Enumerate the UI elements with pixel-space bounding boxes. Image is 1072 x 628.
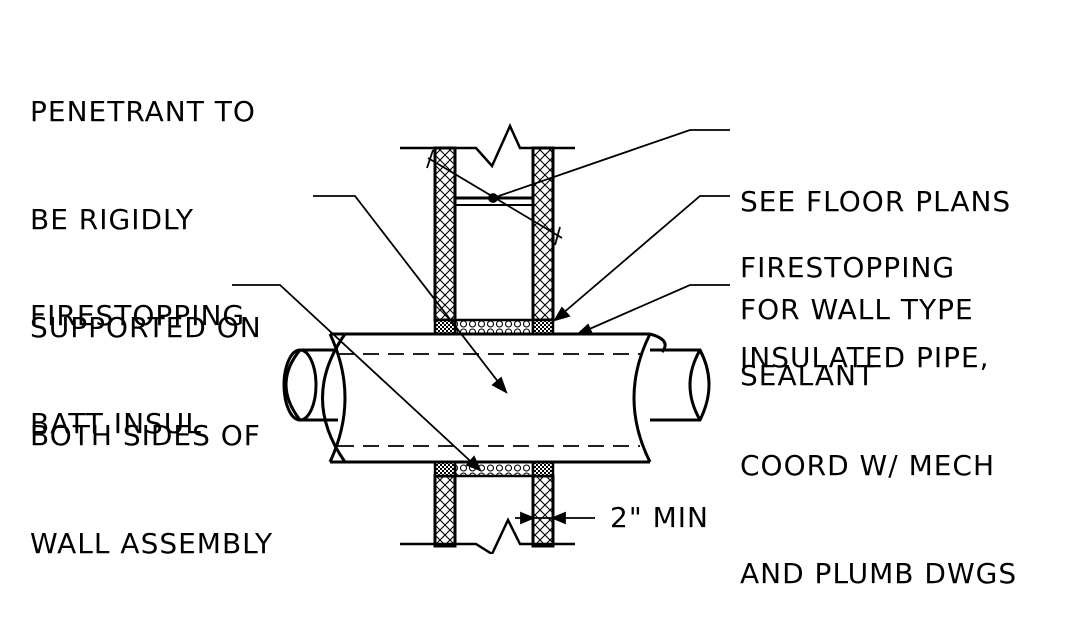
dimension-arrow-right xyxy=(550,511,566,525)
upper-break-line xyxy=(400,122,575,169)
arrowhead-insulated-pipe xyxy=(575,323,594,335)
pipe-left-end xyxy=(284,348,338,422)
label-line: INSULATED PIPE, xyxy=(740,341,990,374)
wall-assembly xyxy=(400,122,575,554)
upper-batt-insulation xyxy=(453,318,535,336)
lower-left-sealant xyxy=(433,460,457,478)
insulation-left-arc-2 xyxy=(328,333,347,463)
label-line: BE RIGIDLY xyxy=(30,203,195,236)
upper-right-gypsum-layer xyxy=(531,146,555,322)
dimension-arrow-left xyxy=(520,511,536,525)
wall-type-tick-2 xyxy=(426,149,434,169)
label-line: WALL ASSEMBLY xyxy=(30,527,274,560)
leader-wall-type xyxy=(492,129,730,199)
label-line: BATT INSUL xyxy=(30,407,202,440)
lower-break-line xyxy=(400,517,575,554)
label-min-dimension: 2" MIN xyxy=(610,501,709,534)
label-line: SEALANT xyxy=(740,359,876,392)
label-line: AND PLUMB DWGS xyxy=(740,557,1018,590)
label-line: SUPPORTED ON xyxy=(30,311,262,344)
firestop-detail-drawing xyxy=(232,122,730,554)
upper-right-sealant xyxy=(531,318,555,336)
leader-sealant xyxy=(554,195,730,321)
label-line: PENETRANT TO xyxy=(30,95,256,128)
arrowhead-sealant xyxy=(553,306,571,322)
upper-left-gypsum-layer xyxy=(433,146,457,322)
insulated-pipe xyxy=(282,332,711,464)
leader-wall-assembly xyxy=(313,195,507,393)
label-sealant: FIRESTOPPING SEALANT xyxy=(740,178,955,430)
lower-left-gypsum-layer xyxy=(433,474,457,548)
label-line: COORD W/ MECH xyxy=(740,449,996,482)
label-wall-type: SEE FLOOR PLANS FOR WALL TYPE xyxy=(740,112,1011,364)
lower-right-sealant xyxy=(531,460,555,478)
label-line: SEE FLOOR PLANS xyxy=(740,185,1012,218)
leader-batt-insul xyxy=(232,284,481,471)
label-batt-insul: FIRESTOPPING BATT INSUL xyxy=(30,226,245,478)
pipe-right-end xyxy=(650,348,711,422)
label-line: FIRESTOPPING xyxy=(740,251,956,284)
label-line: FOR WALL TYPE xyxy=(740,293,974,326)
leader-lines xyxy=(232,129,730,530)
insulation-right-arc xyxy=(632,333,652,463)
insulation-right-arc-2 xyxy=(649,332,667,353)
label-insulated-pipe: INSULATED PIPE, COORD W/ MECH AND PLUMB … xyxy=(740,268,1017,628)
lower-right-gypsum-layer xyxy=(531,474,555,548)
label-line: FIRESTOPPING xyxy=(30,299,246,332)
arrowhead-wall-assembly xyxy=(491,376,508,394)
wall-type-tick-3 xyxy=(554,226,561,246)
wall-type-tick-1 xyxy=(427,157,563,239)
label-line: BOTH SIDES OF xyxy=(30,419,261,452)
arrowhead-batt-insul xyxy=(465,455,482,472)
leader-insulated-pipe xyxy=(577,284,730,335)
pipe-right-end-curve xyxy=(688,349,702,421)
firestopping-fill xyxy=(433,318,555,478)
pipe-left-end-cap xyxy=(282,348,318,422)
